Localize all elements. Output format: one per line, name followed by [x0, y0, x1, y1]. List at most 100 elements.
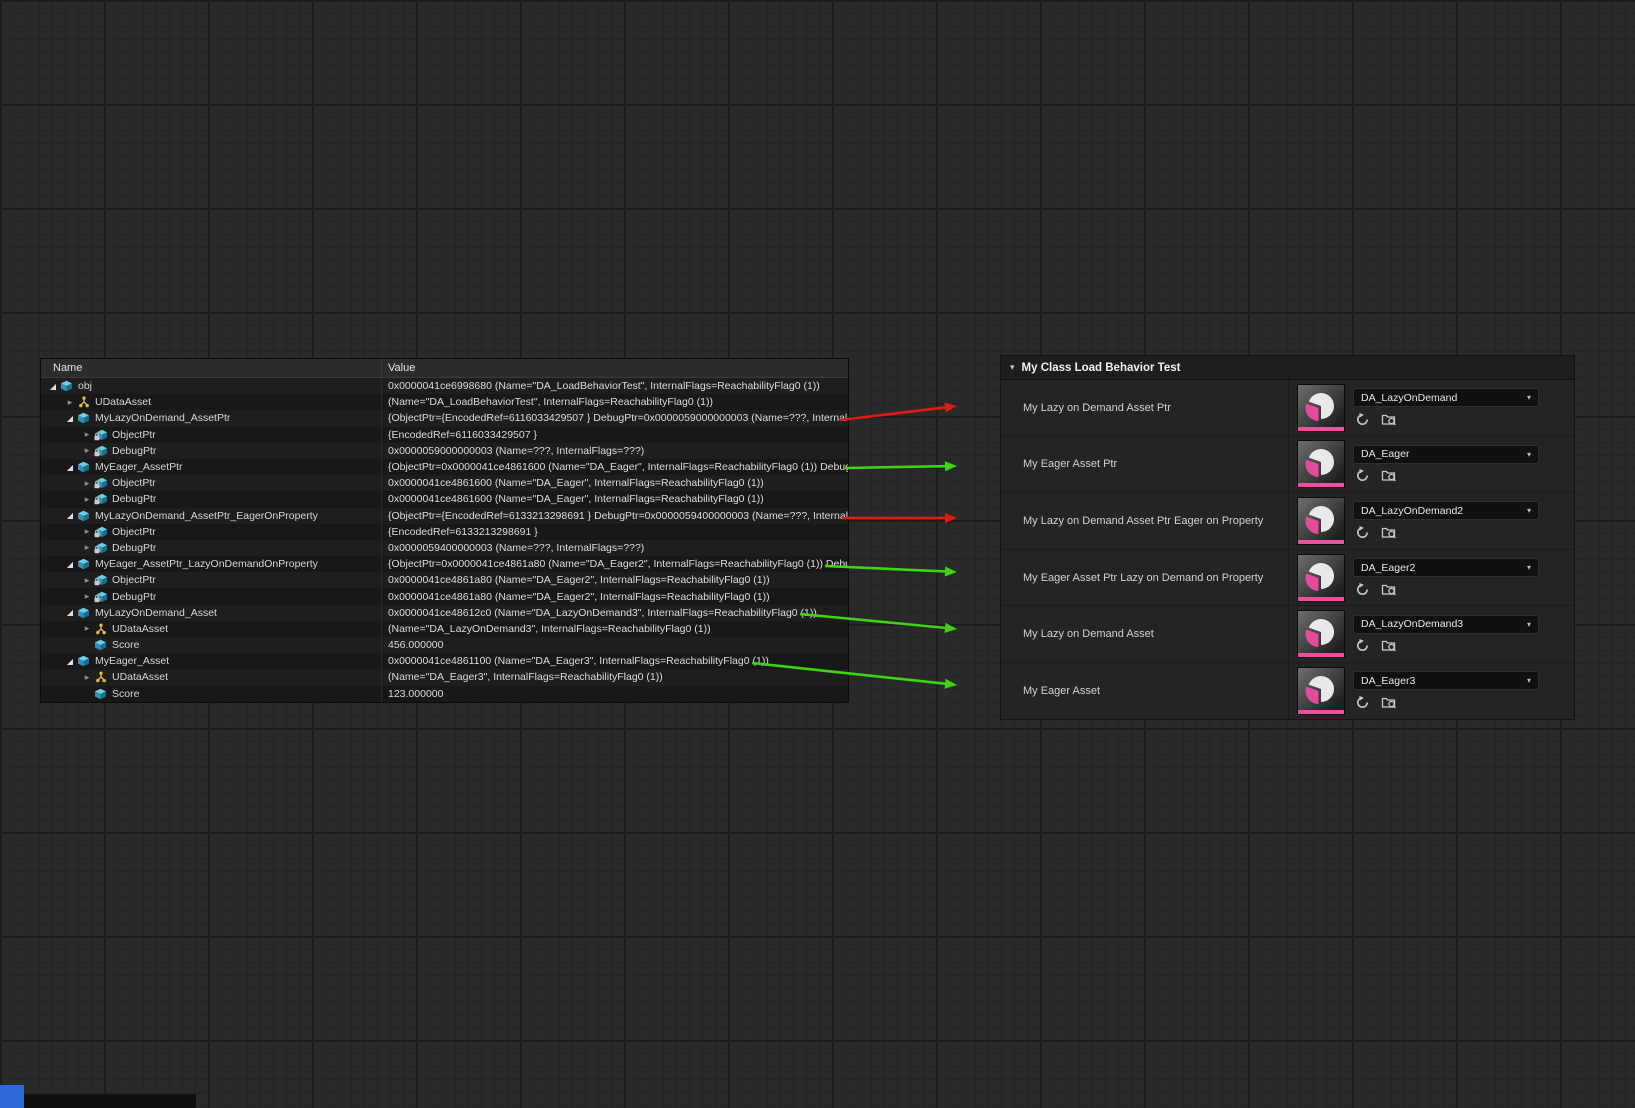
asset-thumbnail[interactable] [1297, 666, 1345, 715]
watch-row-value[interactable]: (Name="DA_LazyOnDemand3", InternalFlags=… [381, 620, 848, 637]
watch-row-value[interactable]: 123.000000 [381, 685, 848, 702]
expand-toggle-icon[interactable]: ▸ [84, 477, 90, 488]
details-category-header[interactable]: ▾ My Class Load Behavior Test [1001, 356, 1574, 380]
expand-toggle-icon[interactable]: ▸ [84, 526, 90, 537]
use-selected-asset-button[interactable] [1353, 581, 1371, 597]
asset-thumbnail[interactable] [1297, 496, 1345, 545]
collapse-toggle-icon[interactable]: ◢ [66, 511, 74, 521]
asset-picker-dropdown[interactable]: DA_LazyOnDemand▾ [1353, 388, 1539, 408]
browse-to-asset-button[interactable] [1380, 694, 1398, 710]
watch-row-value[interactable]: {EncodedRef=6116033429507 } [381, 426, 848, 443]
asset-picker-dropdown[interactable]: DA_LazyOnDemand2▾ [1353, 501, 1539, 521]
collapse-toggle-icon[interactable]: ◢ [49, 381, 57, 391]
watch-row-name-cell: ▸ DebugPtr [41, 493, 381, 505]
expand-toggle-icon[interactable]: ▸ [84, 493, 90, 504]
collapse-toggle-icon[interactable]: ◢ [66, 656, 74, 666]
use-selected-asset-button[interactable] [1353, 694, 1371, 710]
expand-toggle-icon[interactable]: ▸ [84, 574, 90, 585]
watch-row-name-cell: Score [41, 688, 381, 700]
watch-row-value[interactable]: 456.000000 [381, 637, 848, 654]
watch-table-row[interactable]: Score 123.000000 [41, 685, 848, 702]
asset-thumbnail[interactable] [1297, 440, 1345, 489]
asset-picker-dropdown[interactable]: DA_Eager2▾ [1353, 558, 1539, 578]
asset-thumbnail[interactable] [1297, 383, 1345, 432]
browse-to-asset-button[interactable] [1380, 411, 1398, 427]
watch-table-row[interactable]: ▸ObjectPtr{EncodedRef=6116033429507 } [41, 426, 848, 443]
watch-table-row[interactable]: ◢MyEager_AssetPtr_LazyOnDemandOnProperty… [41, 556, 848, 573]
browse-to-asset-button[interactable] [1380, 638, 1398, 654]
browse-to-asset-button[interactable] [1380, 581, 1398, 597]
use-selected-asset-button[interactable] [1353, 468, 1371, 484]
watch-table-row[interactable]: ◢MyLazyOnDemand_AssetPtr{ObjectPtr={Enco… [41, 410, 848, 427]
watch-row-name: MyEager_AssetPtr [95, 461, 183, 474]
use-selected-asset-button[interactable] [1353, 524, 1371, 540]
watch-row-name: Score [112, 687, 140, 700]
watch-row-value[interactable]: (Name="DA_LoadBehaviorTest", InternalFla… [381, 394, 848, 411]
protected-member-icon [93, 493, 108, 505]
use-selected-asset-button[interactable] [1353, 411, 1371, 427]
expand-toggle-icon[interactable]: ▸ [84, 623, 90, 634]
watch-table-row[interactable]: ▸UDataAsset(Name="DA_LoadBehaviorTest", … [41, 394, 848, 411]
watch-row-value[interactable]: 0x0000041ce4861a80 (Name="DA_Eager2", In… [381, 572, 848, 589]
watch-row-value[interactable]: 0x0000041ce6998680 (Name="DA_LoadBehavio… [381, 378, 848, 395]
watch-table-row[interactable]: ▸UDataAsset(Name="DA_LazyOnDemand3", Int… [41, 620, 848, 637]
category-collapse-icon[interactable]: ▾ [1010, 362, 1015, 372]
watch-row-value[interactable]: 0x0000041ce4861100 (Name="DA_Eager3", In… [381, 653, 848, 670]
property-label: My Lazy on Demand Asset Ptr Eager on Pro… [1001, 493, 1289, 549]
watch-row-value[interactable]: 0x0000059000000003 (Name=???, InternalFl… [381, 442, 848, 459]
watch-row-value[interactable]: 0x0000041ce48612c0 (Name="DA_LazyOnDeman… [381, 604, 848, 621]
watch-row-value[interactable]: {EncodedRef=6133213298691 } [381, 523, 848, 540]
collapse-toggle-icon[interactable]: ◢ [66, 462, 74, 472]
asset-thumbnail[interactable] [1297, 553, 1345, 602]
watch-table-row[interactable]: ▸UDataAsset(Name="DA_Eager3", InternalFl… [41, 669, 848, 686]
watch-table-row[interactable]: ▸ DebugPtr 0x0000041ce4861600 (Name="DA_Ea… [41, 491, 848, 508]
browse-to-asset-button[interactable] [1380, 468, 1398, 484]
column-header-value[interactable]: Value [381, 359, 848, 377]
expand-toggle-icon[interactable]: ▸ [67, 396, 73, 407]
expand-toggle-icon[interactable]: ▸ [84, 445, 90, 456]
watch-row-value[interactable]: {ObjectPtr=0x0000041ce4861a80 (Name="DA_… [381, 556, 848, 573]
expand-toggle-icon[interactable]: ▸ [84, 429, 90, 440]
watch-table-row[interactable]: ◢MyLazyOnDemand_AssetPtr_EagerOnProperty… [41, 507, 848, 524]
asset-thumbnail[interactable] [1297, 610, 1345, 659]
collapse-toggle-icon[interactable]: ◢ [66, 608, 74, 618]
watch-row-value[interactable]: 0x0000059400000003 (Name=???, InternalFl… [381, 539, 848, 557]
watch-row-value[interactable]: 0x0000041ce4861a80 (Name="DA_Eager2", In… [381, 588, 848, 605]
watch-row-name: DebugPtr [112, 493, 157, 506]
expand-toggle-icon[interactable]: ▸ [84, 591, 90, 602]
asset-picker-dropdown[interactable]: DA_Eager3▾ [1353, 671, 1539, 691]
expand-toggle-icon[interactable]: ▸ [84, 542, 90, 553]
watch-table-header: Name Value [41, 359, 848, 378]
watch-row-value[interactable]: (Name="DA_Eager3", InternalFlags=Reachab… [381, 669, 848, 686]
watch-row-name: obj [78, 380, 93, 393]
watch-row-value[interactable]: {ObjectPtr=0x0000041ce4861600 (Name="DA_… [381, 458, 848, 476]
asset-action-buttons [1353, 468, 1539, 484]
watch-row-value[interactable]: {ObjectPtr={EncodedRef=6133213298691 } D… [381, 507, 848, 524]
bottom-left-dark-bar [24, 1094, 196, 1108]
asset-picker-dropdown[interactable]: DA_Eager▾ [1353, 444, 1539, 464]
watch-table-row[interactable]: ▸ObjectPtr{EncodedRef=6133213298691 } [41, 523, 848, 540]
collapse-toggle-icon[interactable]: ◢ [66, 559, 74, 569]
expand-toggle-icon[interactable]: ▸ [84, 671, 90, 682]
watch-table-row[interactable]: ◢ obj 0x0000041ce6998680 (Name="DA_LoadBeh… [41, 378, 848, 395]
use-selected-asset-button[interactable] [1353, 638, 1371, 654]
watch-row-value[interactable]: 0x0000041ce4861600 (Name="DA_Eager", Int… [381, 475, 848, 492]
collapse-toggle-icon[interactable]: ◢ [66, 413, 74, 423]
property-label: My Eager Asset [1001, 662, 1289, 719]
object-box-icon [76, 607, 91, 619]
watch-table-row[interactable]: ◢ MyEager_AssetPtr {ObjectPtr=0x0000041ce4… [41, 458, 848, 476]
asset-picker-dropdown[interactable]: DA_LazyOnDemand3▾ [1353, 614, 1539, 634]
column-header-name[interactable]: Name [53, 362, 83, 374]
browse-to-asset-button[interactable] [1380, 524, 1398, 540]
watch-row-value[interactable]: 0x0000041ce4861600 (Name="DA_Eager", Int… [381, 491, 848, 508]
watch-row-value[interactable]: {ObjectPtr={EncodedRef=6116033429507 } D… [381, 410, 848, 427]
